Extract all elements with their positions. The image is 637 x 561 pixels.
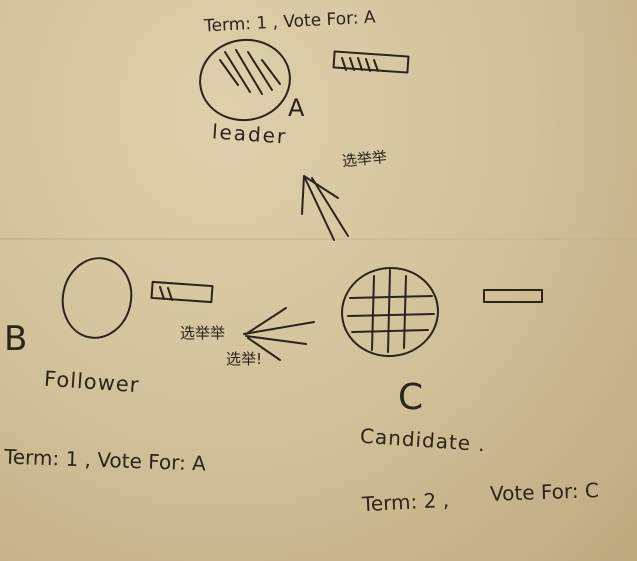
arrow-c-to-b: [243, 307, 315, 361]
node-b-letter: B: [4, 319, 28, 359]
node-b-circle: [61, 257, 133, 339]
node-c-vote-label: Vote For: C: [489, 478, 600, 506]
node-c-term-label: Term: 2 ,: [361, 487, 450, 517]
request-note-label-2: 选举!: [226, 350, 263, 368]
node-c-letter: C: [398, 377, 424, 418]
node-c-log-box: [483, 289, 543, 303]
node-a-role-label: leader: [211, 119, 289, 149]
node-b-term-label: Term: 1 , Vote For: A: [3, 444, 207, 476]
node-a-circle: [199, 38, 291, 122]
paper-fold: [0, 238, 637, 240]
node-c-circle: [341, 266, 439, 358]
node-a-letter: A: [288, 94, 305, 122]
node-a-log-box: [332, 50, 410, 74]
arrow-c-to-a: [301, 175, 349, 241]
request-note-label: 选举举: [180, 324, 226, 342]
node-b-log-box: [150, 280, 214, 304]
